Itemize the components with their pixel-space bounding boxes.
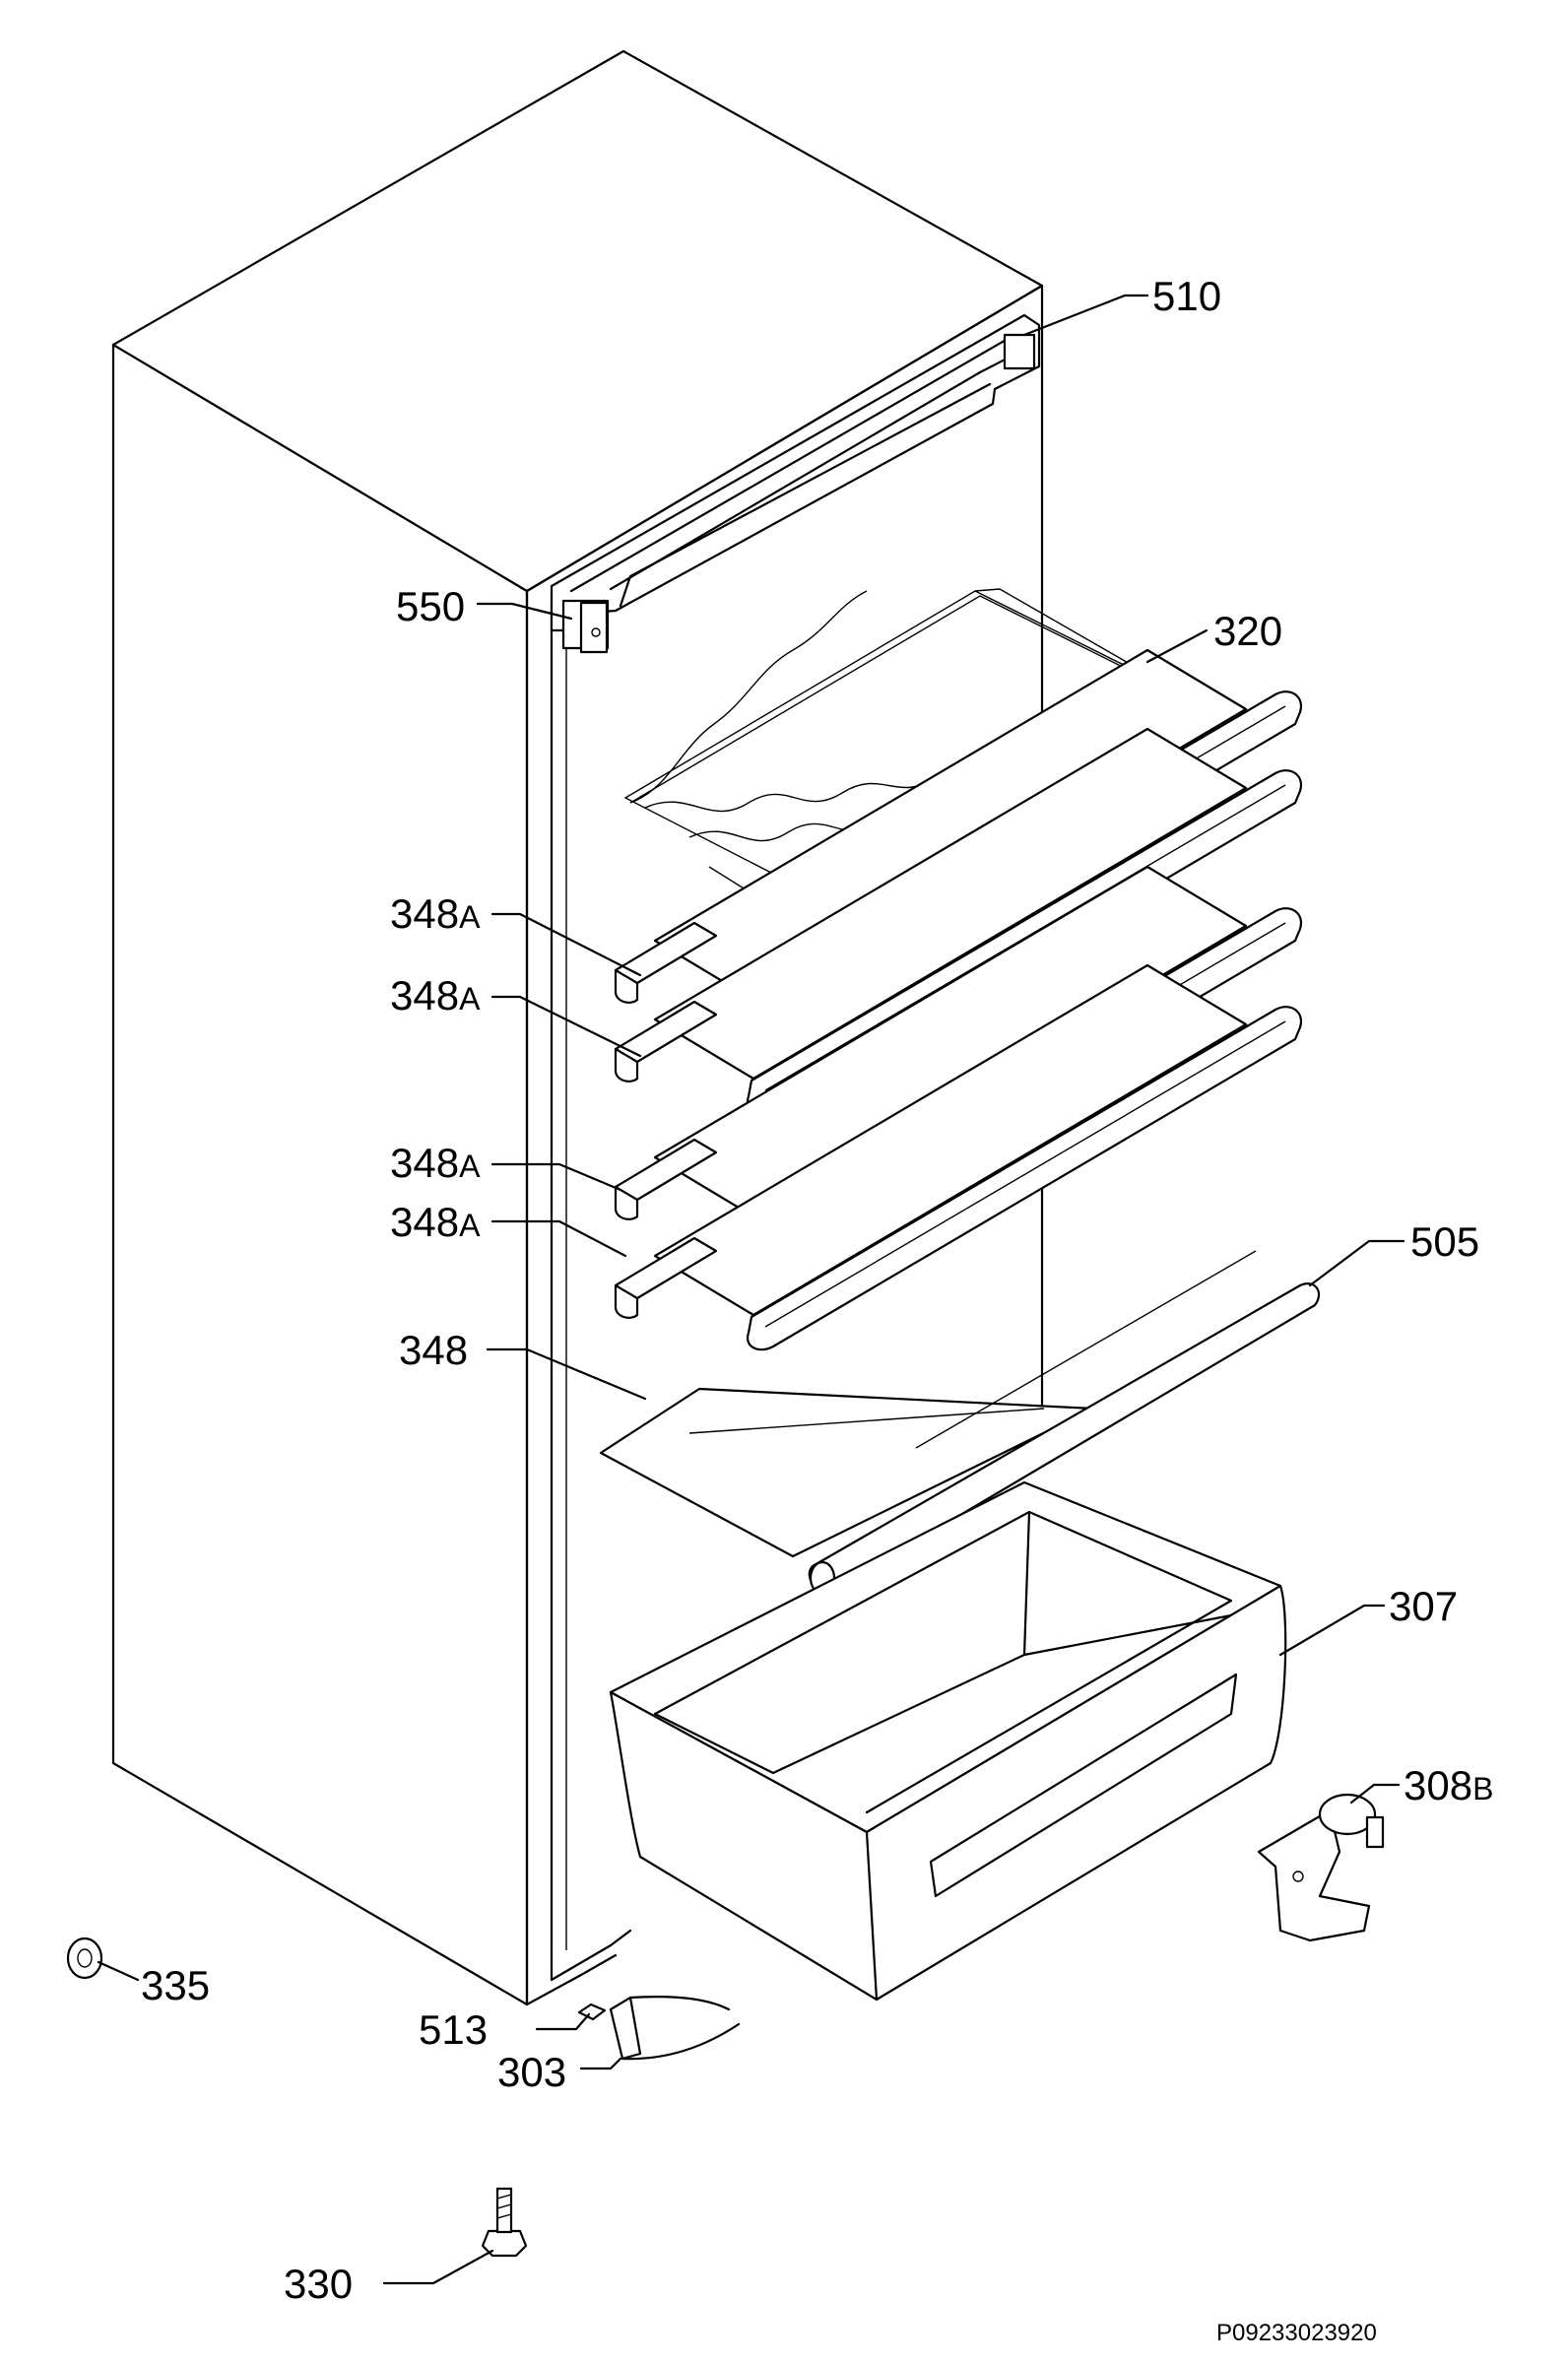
label-505: 505 xyxy=(1410,1218,1479,1265)
part-550-bracket xyxy=(561,599,610,654)
label-320: 320 xyxy=(1213,608,1282,654)
label-348a-2: 348A xyxy=(390,972,481,1018)
label-348a-4: 348A xyxy=(390,1199,481,1245)
part-513-clip xyxy=(577,2003,607,2021)
label-510: 510 xyxy=(1152,273,1221,319)
part-labels: 510 550 320 348A 348A 348A 348A 348 505 … xyxy=(141,273,1493,2346)
label-513: 513 xyxy=(419,2006,488,2053)
label-303: 303 xyxy=(497,2049,566,2095)
label-348: 348 xyxy=(399,1327,468,1373)
label-348a-1: 348A xyxy=(390,890,481,937)
part-307-drawer xyxy=(609,1480,1287,2002)
part-335-cap xyxy=(66,1937,103,1980)
leader-lines xyxy=(97,294,1405,2285)
label-308b: 308B xyxy=(1404,1762,1493,1808)
drawing-code: P09233023920 xyxy=(1216,2320,1377,2346)
label-330: 330 xyxy=(284,2261,353,2307)
part-303-cover xyxy=(609,1996,741,2061)
part-505-rail xyxy=(808,1250,1321,1596)
cabinet xyxy=(111,49,1044,2006)
label-348a-3: 348A xyxy=(390,1140,481,1186)
label-335: 335 xyxy=(141,1962,210,2008)
part-330-screw xyxy=(481,2187,528,2258)
label-307: 307 xyxy=(1389,1583,1458,1629)
label-550: 550 xyxy=(396,583,465,629)
part-308b-hinge xyxy=(1257,1793,1385,1942)
part-510-top-rail xyxy=(550,313,1041,632)
